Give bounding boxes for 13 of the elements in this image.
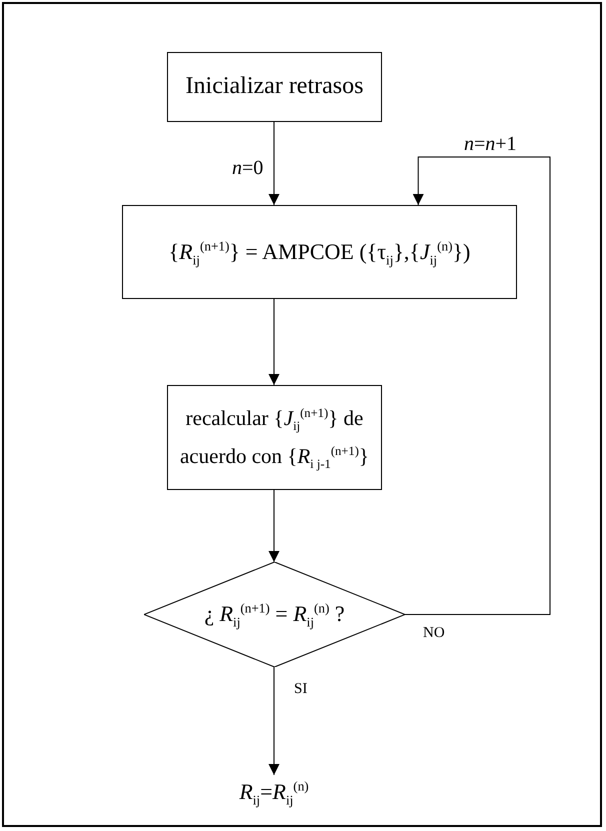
process-box <box>122 205 517 299</box>
arrow <box>404 156 550 615</box>
process-box <box>167 385 382 490</box>
arrow <box>268 490 280 562</box>
formula-text: {R$_{ij}$$^{(n+1)}$} = AMPCOE ({τ$_{ij}$},{J$_{ij}$$^{(n)}$}) <box>168 238 472 270</box>
arrow <box>268 666 280 776</box>
formula-text: recalcular {J$_{ij}$$^{(n+1)}$} de acuerdo con {R$_{i j-1}$$^{(n+1)}$} <box>178 404 370 473</box>
process-box <box>167 52 382 122</box>
formula-text: Inicializar retrasos <box>184 72 364 102</box>
decision-diamond <box>144 562 405 667</box>
arrow <box>268 298 280 386</box>
formula-text: ¿ R$_{ij}$$^{(n+1)}$ = R$_{ij}$$^{(n)}$ ? <box>203 600 346 632</box>
arrow <box>268 122 280 206</box>
